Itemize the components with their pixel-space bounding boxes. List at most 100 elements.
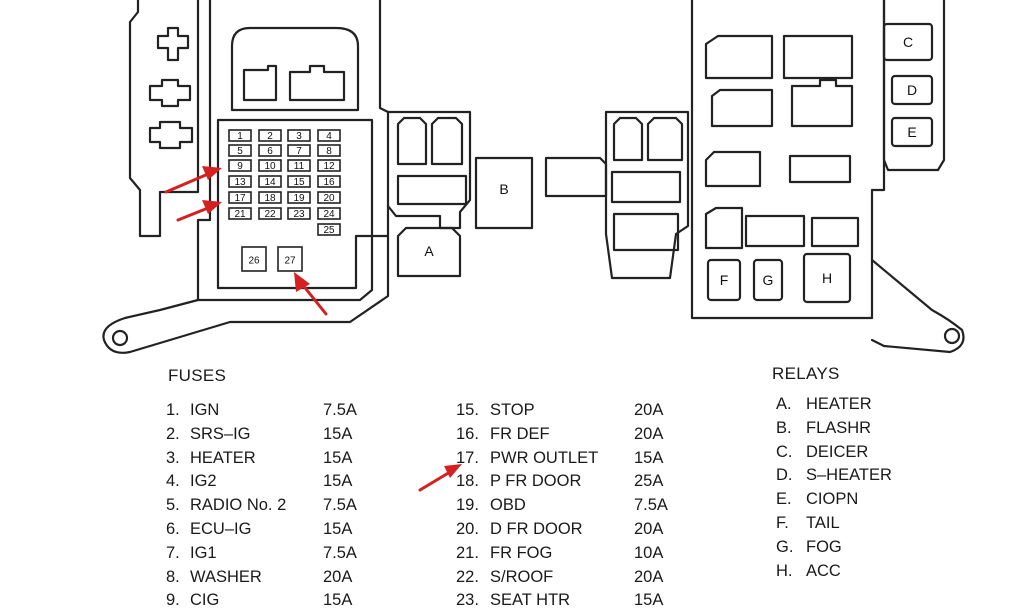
housing-outlines — [102, 0, 965, 354]
fuse-slot: 5 — [228, 144, 252, 157]
right-connector-2 — [782, 34, 854, 80]
fuse-slot: 25 — [317, 223, 341, 236]
fuse-number: 26 — [248, 255, 260, 266]
fuse-number: 1 — [237, 131, 243, 142]
fuse-name: S/ROOF — [490, 567, 554, 586]
fuse-slot-outline — [258, 207, 282, 220]
fuse-slot-outline — [228, 129, 252, 142]
fuse-name: WASHER — [190, 567, 262, 586]
fuse-slot: 16 — [317, 175, 341, 188]
fuse-amperage: 15A — [634, 448, 664, 467]
relay-box-letter: H — [822, 270, 832, 286]
fuse-number-label: 23. — [456, 591, 479, 610]
fuse-slot: 7 — [287, 144, 311, 157]
fuse-number-label: 1. — [166, 401, 180, 419]
right-connector-8 — [744, 214, 806, 248]
fuse-number: 3 — [296, 131, 302, 142]
relay-box-f: F — [706, 258, 742, 302]
center-left-bracket — [386, 110, 472, 230]
relay-box-letter: G — [763, 272, 774, 288]
fuse-number: 23 — [293, 209, 305, 220]
relay-box-letter: F — [720, 272, 729, 288]
fuse-name: PWR OUTLET — [490, 448, 599, 467]
right-mount-hole — [943, 327, 961, 345]
fuse-slot-outline — [317, 207, 341, 220]
red-arrows — [164, 166, 462, 492]
fuse-amperage: 15A — [323, 472, 353, 491]
fuse-slot-outline — [258, 129, 282, 142]
fuse-slot-outline — [317, 175, 341, 188]
fuse-name: IG2 — [190, 472, 217, 491]
center-right-block — [544, 156, 608, 198]
fuse-number-label: 19. — [456, 496, 479, 515]
fuse-slot-outline — [317, 144, 341, 157]
fuse-number: 10 — [264, 161, 276, 172]
fuse-name: HEATER — [190, 448, 256, 467]
relay-list-row: C.DEICER — [776, 441, 892, 465]
fuse-slot-outline — [317, 223, 341, 236]
fuse-slot: 12 — [317, 159, 341, 172]
fuse-slot: 6 — [258, 144, 282, 157]
relay-box-d: D — [890, 74, 934, 106]
fuse-number-label: 21. — [456, 543, 479, 562]
relay-name: FOG — [806, 537, 842, 556]
fuse-slot-outline — [258, 175, 282, 188]
left-side-bracket — [128, 0, 200, 238]
right-connector-3 — [710, 88, 774, 128]
fuse-panel-frame — [216, 118, 374, 290]
fuse-slot-outline — [258, 191, 282, 204]
fuse-amperage: 7.5A — [323, 401, 357, 419]
fuse-name: RADIO No. 2 — [190, 496, 287, 515]
fuse-amperage: 20A — [634, 401, 664, 419]
red-arrow-fuse-9 — [164, 166, 222, 194]
relay-box-h: H — [802, 252, 852, 304]
connector-tab-1 — [242, 64, 278, 102]
fuse-slot-outline — [228, 191, 252, 204]
relay-box-outline — [752, 258, 784, 302]
fuse-slot: 24 — [317, 207, 341, 220]
fuse-slot: 13 — [228, 175, 252, 188]
fuse-number: 19 — [293, 193, 305, 204]
relays-heading: RELAYS — [772, 364, 840, 383]
fuse-name: P FR DOOR — [490, 472, 582, 491]
center-right-clip-3 — [610, 170, 682, 204]
fuse-amperage: 15A — [323, 519, 353, 538]
relay-box-outline — [882, 22, 934, 62]
relay-name: ACC — [806, 561, 841, 580]
left-plug-1 — [156, 26, 190, 62]
fuse-number: 16 — [323, 177, 335, 188]
fuse-slot: 3 — [287, 129, 311, 142]
fuse-number: 14 — [264, 177, 276, 188]
relay-code: B. — [776, 418, 792, 437]
fuse-slot-outline — [287, 144, 311, 157]
fuse-number: 2 — [267, 131, 273, 142]
relay-code: F. — [776, 513, 789, 532]
fuse-slot: 2 — [258, 129, 282, 142]
fuse-number: 27 — [284, 255, 296, 266]
fuse-number-label: 5. — [166, 496, 180, 515]
center-right-bracket — [604, 110, 690, 280]
relay-name: S–HEATER — [806, 466, 892, 485]
fuse-number-label: 20. — [456, 519, 479, 538]
red-arrow-fuse-17 — [176, 200, 222, 222]
fuse-amperage: 15A — [634, 591, 664, 610]
fuse-slot-outline — [228, 207, 252, 220]
center-right-clip-4 — [612, 212, 680, 252]
fuse-amperage: 20A — [323, 567, 353, 586]
fuse-slot: 26 — [241, 246, 267, 272]
fuse-number: 22 — [264, 209, 276, 220]
relay-box-c: C — [882, 22, 934, 62]
fuse-amperage: 25A — [634, 472, 664, 491]
right-connector-4 — [790, 78, 854, 128]
fuse-number-label: 6. — [166, 519, 180, 538]
